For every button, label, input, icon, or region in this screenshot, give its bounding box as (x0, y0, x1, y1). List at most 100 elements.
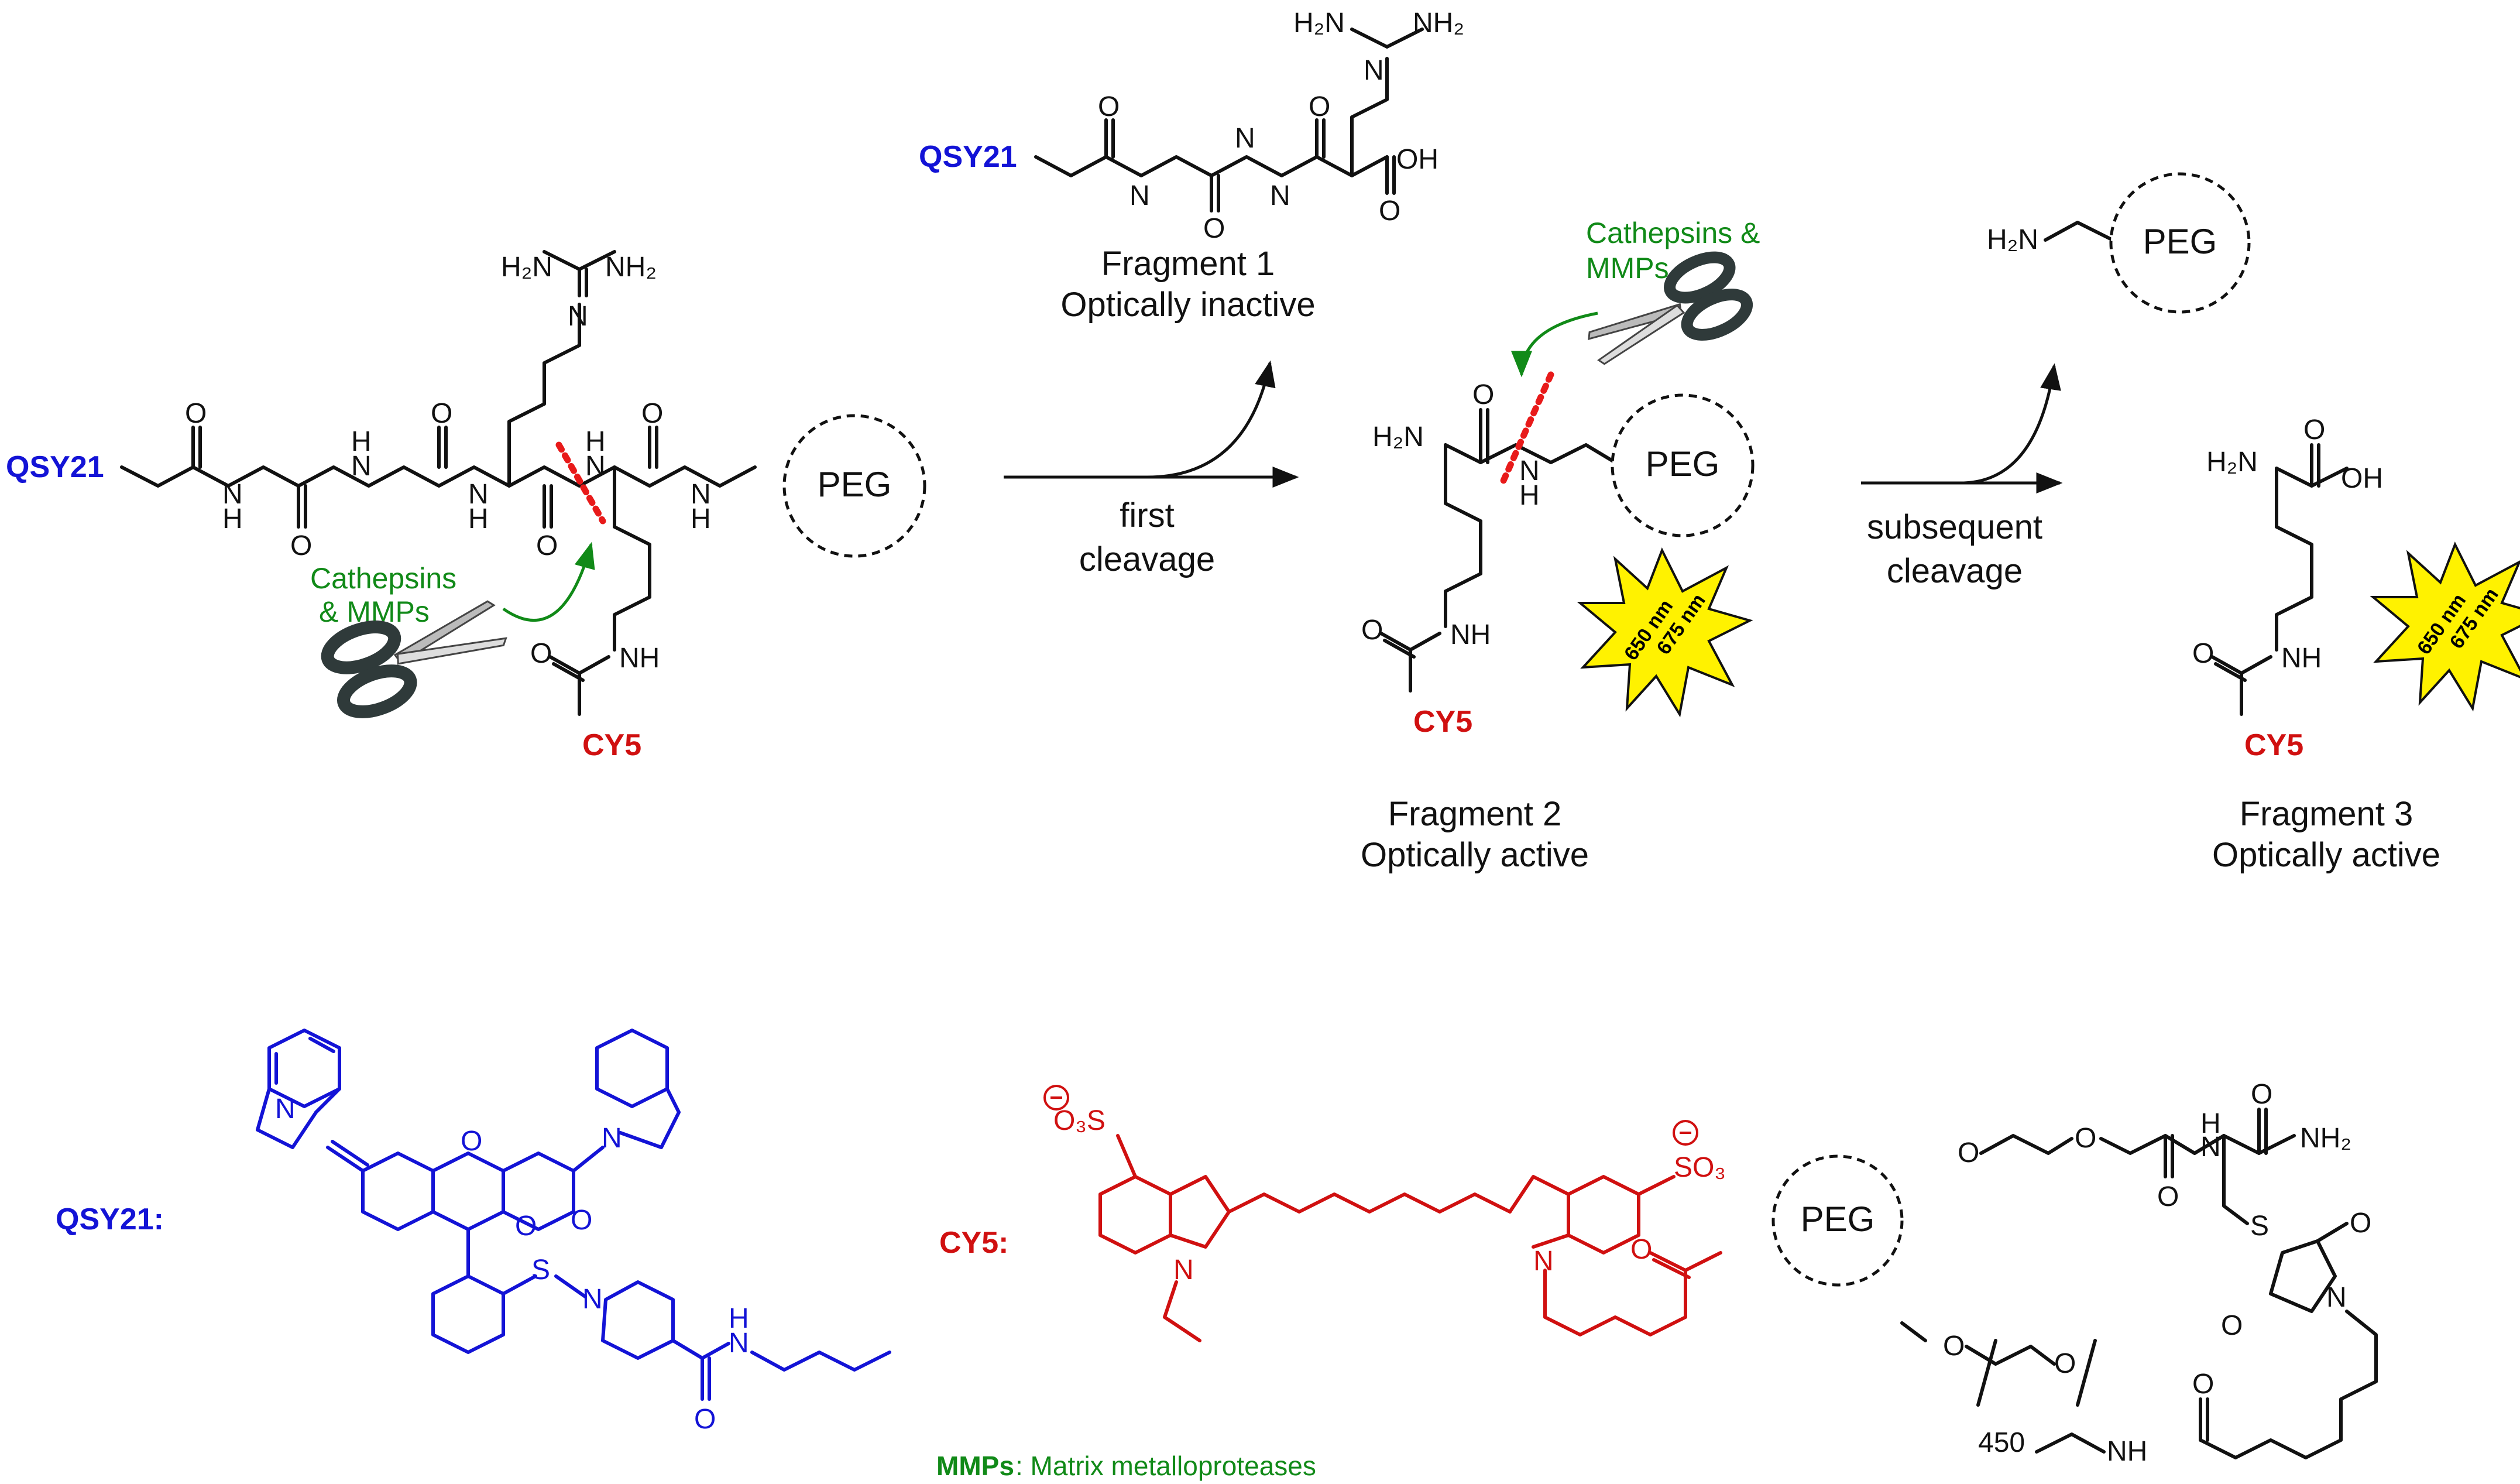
fragment-1: QSY21 O O O O OH N N N N H₂N NH₂ Fragmen… (919, 8, 1464, 324)
atom-o: O (2221, 1310, 2243, 1341)
atom-o: O (536, 530, 558, 561)
cy5-label: CY5 (582, 728, 641, 762)
peg-label: PEG (2143, 222, 2217, 261)
fragment-3: H₂N O OH NH O CY5 650 nm 675 nm Fragment… (2192, 414, 2520, 874)
peg-label: PEG (1646, 444, 1720, 484)
peg-circle (1771, 1154, 1904, 1287)
atom-n: N (691, 479, 711, 510)
atom-nh2: NH₂ (1413, 8, 1464, 39)
step2-label-1: subsequent (1867, 508, 2042, 546)
cy5-label: CY5 (2244, 728, 2303, 762)
legend-definition: : Matrix metalloproteases (1015, 1451, 1316, 1481)
enzyme-label-1: Cathepsins (310, 562, 456, 595)
atom-o: O (1309, 91, 1330, 122)
atom-o: O (1472, 379, 1494, 410)
atom-h2n: H₂N (2206, 447, 2258, 478)
legend-abbreviation: MMPs (936, 1451, 1014, 1481)
qsy21-label: QSY21 (6, 450, 104, 484)
peg-circle (2109, 172, 2251, 314)
atom-nh: NH (619, 643, 660, 674)
atom-o: O (290, 530, 312, 561)
step2-label-2: cleavage (1887, 552, 2023, 590)
atom-o: O (2303, 414, 2325, 445)
step1-label-1: first (1120, 496, 1174, 534)
fragment-3-state: Optically active (2212, 836, 2440, 874)
atom-n: N (275, 1094, 296, 1125)
atom-o: O (515, 1211, 537, 1242)
atom-o: O (2192, 638, 2214, 669)
atom-h: H (351, 426, 372, 457)
atom-n: N (582, 1284, 603, 1315)
cy5-definition-label: CY5: (939, 1226, 1008, 1260)
atom-o: O (1943, 1331, 1965, 1362)
atom-o: O (1203, 213, 1225, 244)
amine-peg-fragment: H₂N PEG (1987, 172, 2251, 314)
fragment-2-state: Optically active (1361, 836, 1589, 874)
cleavage-site (1498, 371, 1554, 489)
atom-o: O (641, 398, 663, 429)
atom-n: N (468, 479, 489, 510)
atom-o: O (530, 638, 552, 669)
qsy21-label: QSY21 (919, 140, 1017, 174)
atom-o: O (461, 1126, 482, 1157)
atom-o: O (1379, 196, 1400, 227)
atom-o3s: O₃S (1053, 1105, 1105, 1136)
peg-structure: PEG O O O H N O NH₂ S O N O O NH O O 450 (1771, 1079, 2378, 1467)
atom-n: N (1235, 123, 1255, 154)
atom-o: O (2350, 1208, 2371, 1239)
atom-o: O (2054, 1348, 2076, 1379)
peg-circle (782, 414, 926, 558)
atom-s: S (2250, 1211, 2269, 1242)
atom-h: H (1519, 480, 1540, 511)
atom-h2n: H₂N (501, 252, 552, 283)
atom-nh: NH (2107, 1436, 2147, 1467)
atom-o: O (1958, 1137, 1979, 1168)
starburst-icon: 650 nm 675 nm (2370, 541, 2520, 712)
fragment-2-name: Fragment 2 (1388, 795, 1562, 833)
scissors-icon (1588, 251, 1753, 365)
atom-nh2: NH₂ (2300, 1123, 2351, 1154)
atom-nh2: NH₂ (605, 252, 657, 283)
fragment-3-name: Fragment 3 (2240, 795, 2413, 833)
step1-label-2: cleavage (1079, 540, 1215, 578)
atom-n: N (1519, 455, 1540, 486)
atom-nh: NH (2281, 643, 2322, 674)
fragment-1-name: Fragment 1 (1101, 245, 1275, 283)
repeat-count: 450 (1978, 1427, 2025, 1458)
peg-circle (1611, 393, 1755, 537)
atom-h: H (585, 426, 606, 457)
qsy21-definition-label: QSY21: (56, 1202, 164, 1236)
starburst-icon: 650 nm 675 nm (1577, 547, 1753, 718)
atom-oh: OH (1396, 144, 1438, 175)
atom-n: N (568, 301, 588, 332)
atom-o: O (2192, 1369, 2214, 1400)
atom-h: H (729, 1303, 749, 1334)
cleavage-site (555, 441, 606, 525)
atom-o: O (431, 398, 452, 429)
curved-arrow-icon (502, 541, 595, 622)
atom-o: O (1361, 615, 1383, 646)
atom-n: N (222, 479, 243, 510)
atom-so3: SO₃ (1674, 1152, 1726, 1183)
scissors-icon (321, 600, 507, 718)
fragment-2: H₂N O N H NH O CY5 PEG Cathepsins & MMPs… (1361, 217, 1760, 874)
enzyme-label-2: MMPs (1586, 252, 1669, 285)
reaction-arrow-2: subsequent cleavage (1861, 363, 2063, 590)
atom-n: N (351, 451, 372, 482)
atom-n: N (1364, 55, 1384, 86)
substrate-molecule: QSY21 O O O O O N H H N N H H N N H N H₂… (6, 250, 926, 762)
qsy21-structure: QSY21: N O N S O O N O N H (56, 1029, 891, 1435)
atom-h: H (222, 503, 243, 534)
atom-n: N (1270, 180, 1290, 211)
cy5-label: CY5 (1413, 705, 1472, 739)
curved-arrow-icon (1511, 311, 1598, 378)
atom-o: O (1098, 91, 1120, 122)
atom-h: H (691, 503, 711, 534)
peg-label: PEG (818, 465, 892, 504)
enzyme-label-1: Cathepsins & (1586, 217, 1760, 249)
atom-n: N (2326, 1282, 2347, 1313)
atom-o: O (2251, 1079, 2272, 1110)
atom-s: S (531, 1255, 550, 1286)
atom-o: O (2157, 1181, 2179, 1212)
